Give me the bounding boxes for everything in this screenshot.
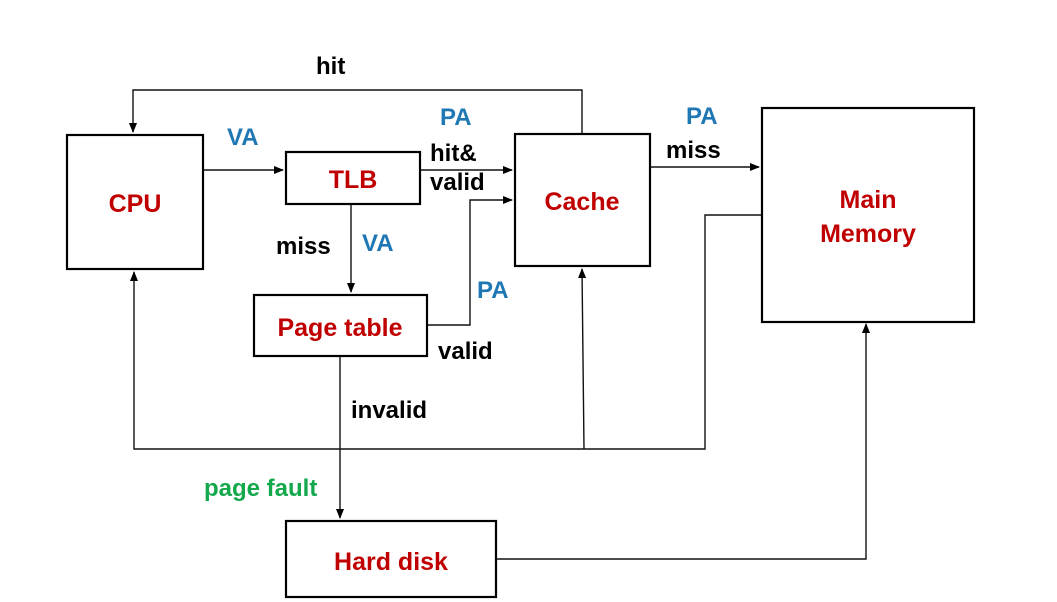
hit-label: hit <box>316 53 345 80</box>
edge-hard-disk-to-main-memory <box>496 323 870 560</box>
cache-node: Cache <box>513 132 652 268</box>
main-memory-label-line2: Memory <box>820 220 916 248</box>
pt-valid-label: valid <box>438 338 493 365</box>
edge-cache-to-cpu-hit <box>129 89 583 133</box>
cpu-label: CPU <box>109 190 162 218</box>
cache-memory-pa-label: PA <box>686 103 718 130</box>
edge-memory-return-bus <box>130 214 762 450</box>
page-table-node: Page table <box>252 293 429 358</box>
page-table-label: Page table <box>277 314 402 342</box>
hard-disk-label: Hard disk <box>334 548 448 576</box>
tlb-node: TLB <box>284 150 422 206</box>
main-memory-node: Main Memory <box>760 106 976 324</box>
tlb-label: TLB <box>329 166 378 194</box>
tlb-cache-pa-label: PA <box>440 104 472 131</box>
main-memory-label-line1: Main <box>840 186 897 214</box>
tlb-valid-label: valid <box>430 169 485 196</box>
page-fault-label: page fault <box>204 475 317 502</box>
pt-invalid-label: invalid <box>351 397 427 424</box>
cpu-node: CPU <box>65 133 205 271</box>
tlb-pt-va-label: VA <box>362 230 394 257</box>
tlb-miss-label: miss <box>276 233 331 260</box>
pt-cache-pa-label: PA <box>477 277 509 304</box>
hard-disk-node: Hard disk <box>284 519 498 599</box>
cache-miss-label: miss <box>666 137 721 164</box>
cpu-tlb-va-label: VA <box>227 124 259 151</box>
edge-page-table-to-cache <box>427 196 513 326</box>
edge-bus-to-cache <box>578 268 587 450</box>
hit-and-label: hit& <box>430 140 477 167</box>
cache-label: Cache <box>544 188 619 216</box>
